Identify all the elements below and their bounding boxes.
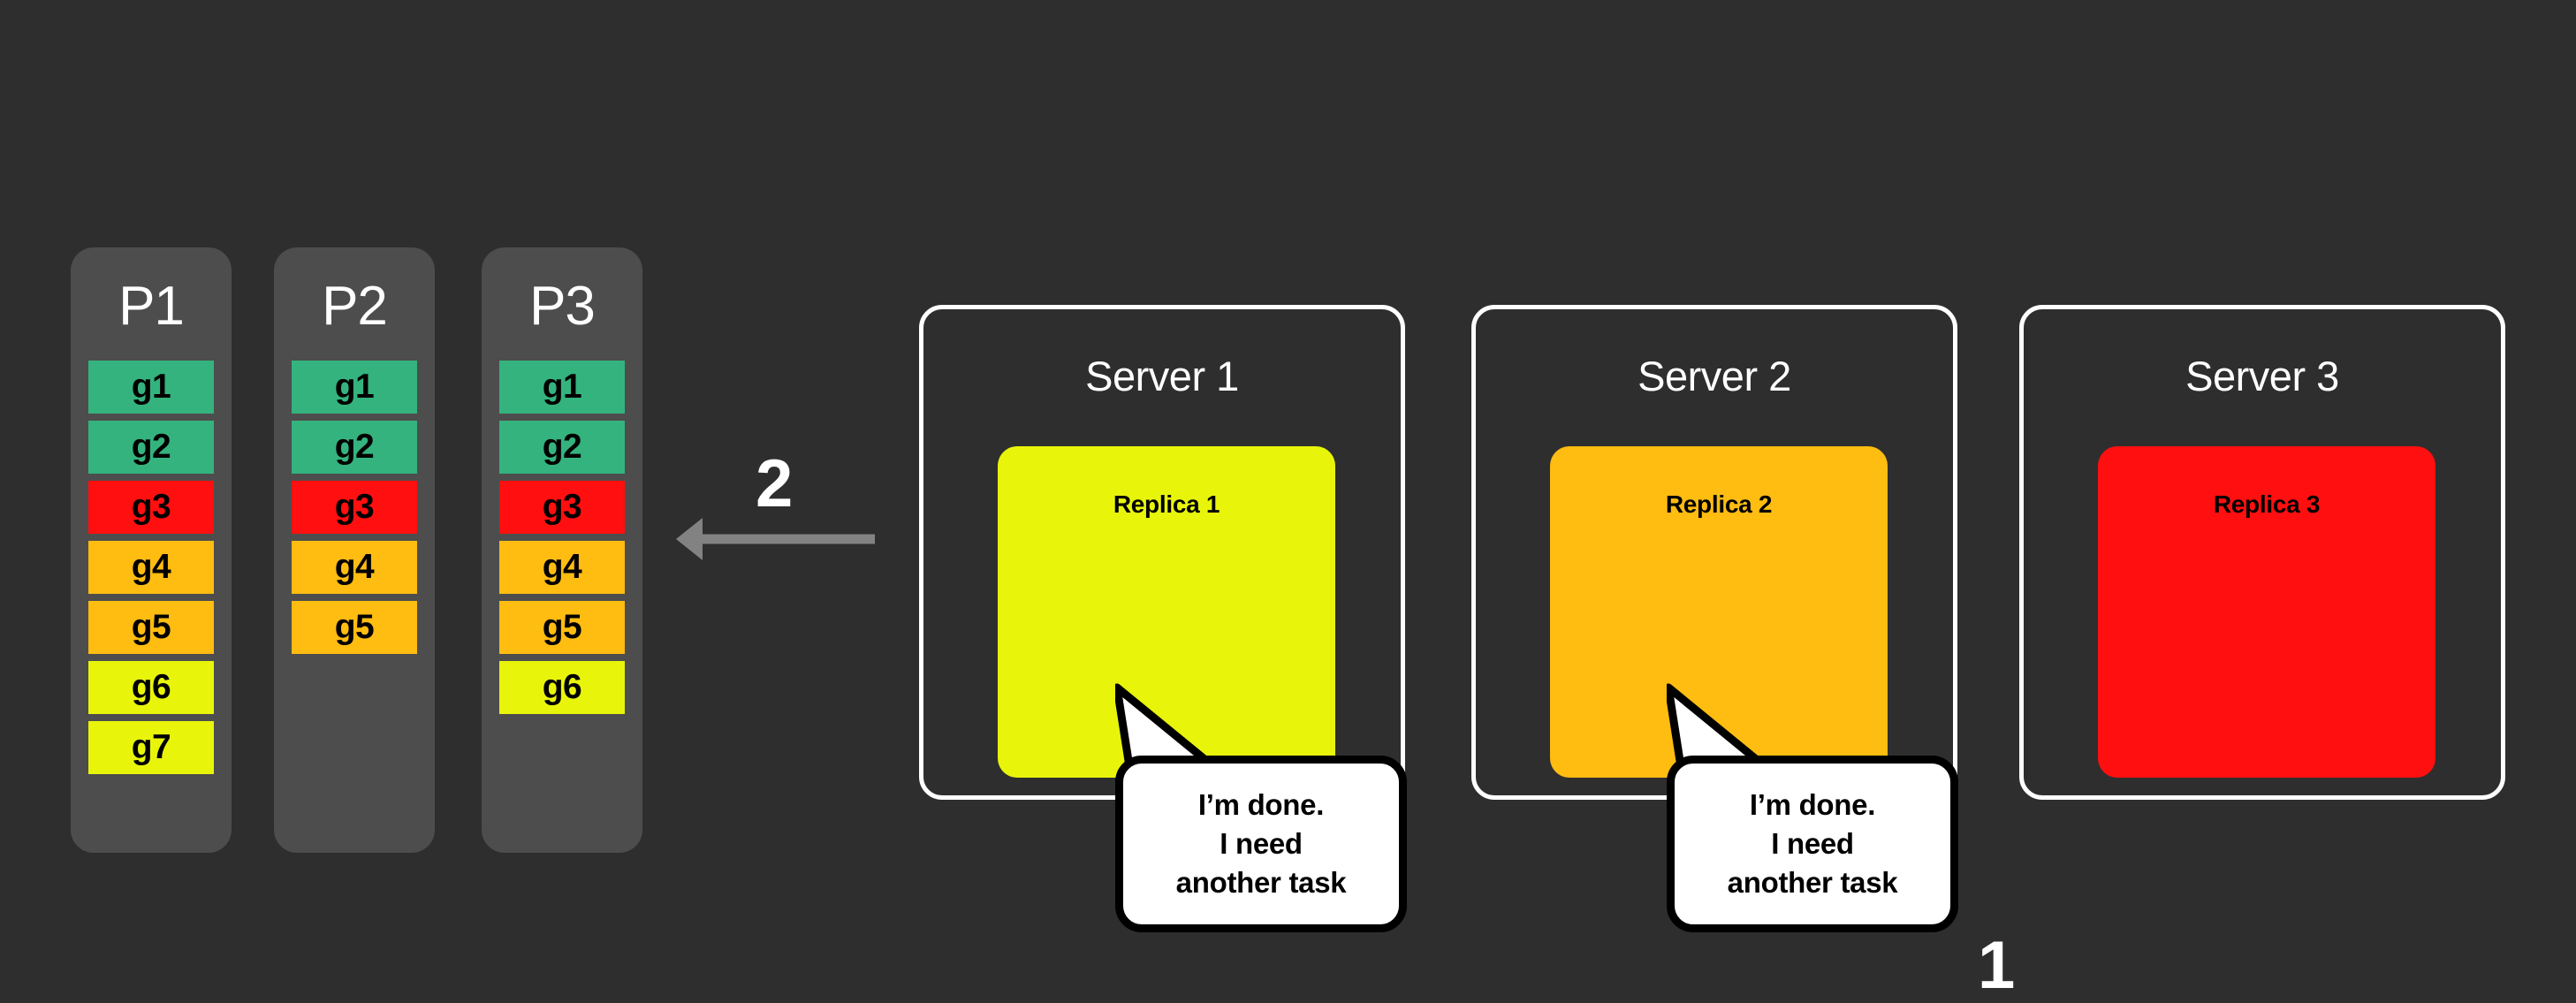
speech-bubble-2[interactable]: I’m done. I need another task <box>1667 756 1958 932</box>
partition-slot[interactable]: g4 <box>292 541 417 594</box>
replica-box-1[interactable]: Replica 1 <box>998 446 1335 778</box>
partition-title: P3 <box>529 276 596 337</box>
step-label-1: 1 <box>1978 928 2016 1003</box>
partition-slot[interactable]: g6 <box>88 661 214 714</box>
partition-slot-stack: g1 g2 g3 g4 g5 g6 <box>499 361 625 714</box>
partition-slot[interactable]: g5 <box>88 601 214 654</box>
bubble-line-3: another task <box>1175 865 1347 899</box>
replica-label: Replica 2 <box>1665 490 1773 518</box>
bubble-line-2: I need <box>1220 827 1303 861</box>
partition-slot-stack: g1 g2 g3 g4 g5 g6 g7 <box>88 361 214 774</box>
partition-column-p3[interactable]: P3 g1 g2 g3 g4 g5 g6 <box>482 247 642 853</box>
partition-slot[interactable]: g4 <box>88 541 214 594</box>
server-title: Server 1 <box>1085 353 1239 399</box>
partition-slot[interactable]: g5 <box>292 601 417 654</box>
replica-label: Replica 1 <box>1113 490 1220 518</box>
step-label-2: 2 <box>756 446 794 521</box>
speech-bubble-1[interactable]: I’m done. I need another task <box>1115 756 1407 932</box>
replica-box-2[interactable]: Replica 2 <box>1550 446 1888 778</box>
bubble-line-1: I’m done. <box>1197 788 1325 822</box>
server-title: Server 2 <box>1638 353 1791 399</box>
bubble-line-1: I’m done. <box>1749 788 1876 822</box>
partition-slot[interactable]: g2 <box>292 421 417 474</box>
replica-label: Replica 3 <box>2213 490 2321 518</box>
partition-slot[interactable]: g3 <box>292 481 417 534</box>
partition-slot[interactable]: g3 <box>499 481 625 534</box>
server-title: Server 3 <box>2185 353 2339 399</box>
partition-slot[interactable]: g7 <box>88 721 214 774</box>
partition-slot[interactable]: g1 <box>88 361 214 414</box>
server-box-1[interactable]: Server 1 Replica 1 <box>919 305 1405 800</box>
partition-slot[interactable]: g3 <box>88 481 214 534</box>
flow-arrow-left <box>676 517 875 561</box>
partition-slot[interactable]: g4 <box>499 541 625 594</box>
partition-slot[interactable]: g6 <box>499 661 625 714</box>
server-box-3[interactable]: Server 3 Replica 3 <box>2019 305 2505 800</box>
partition-slot[interactable]: g2 <box>88 421 214 474</box>
partition-column-p2[interactable]: P2 g1 g2 g3 g4 g5 <box>274 247 435 853</box>
server-box-2[interactable]: Server 2 Replica 2 <box>1471 305 1957 800</box>
partition-slot[interactable]: g1 <box>499 361 625 414</box>
partition-column-p1[interactable]: P1 g1 g2 g3 g4 g5 g6 g7 <box>71 247 232 853</box>
replica-box-3[interactable]: Replica 3 <box>2098 446 2435 778</box>
bubble-line-3: another task <box>1727 865 1898 899</box>
bubble-line-2: I need <box>1771 827 1854 861</box>
partition-slot-stack: g1 g2 g3 g4 g5 <box>292 361 417 654</box>
partition-title: P1 <box>118 276 185 337</box>
arrow-head-icon <box>676 518 703 560</box>
partition-title: P2 <box>322 276 388 337</box>
arrow-shaft <box>699 534 875 544</box>
partition-slot[interactable]: g1 <box>292 361 417 414</box>
partition-slot[interactable]: g2 <box>499 421 625 474</box>
partition-slot[interactable]: g5 <box>499 601 625 654</box>
